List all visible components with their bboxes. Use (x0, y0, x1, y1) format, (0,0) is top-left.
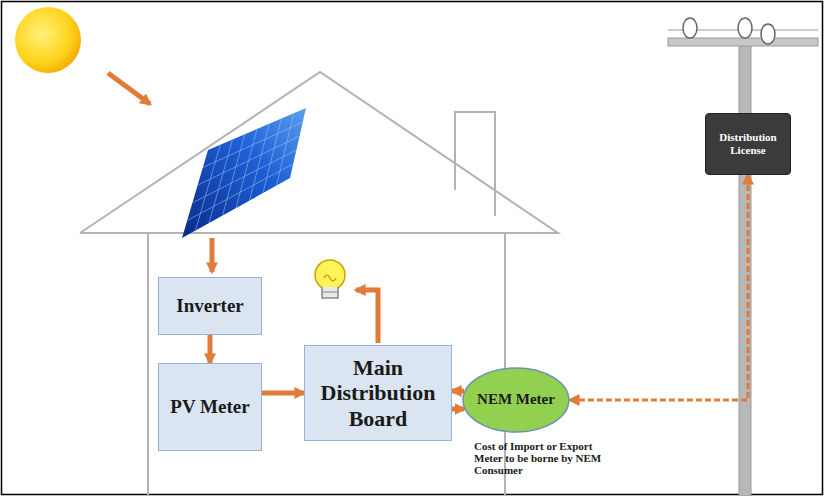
inverter-box: Inverter (158, 277, 262, 335)
bulb-arrow (356, 290, 378, 343)
flow-arrow (452, 389, 464, 394)
flow-arrow (262, 391, 304, 396)
light-bulb (315, 260, 345, 298)
sunlight-arrow (108, 73, 150, 104)
house-outline (80, 72, 558, 496)
utility-pole (668, 18, 818, 496)
node-label: NEM Meter (477, 391, 555, 408)
flow-arrow (208, 335, 213, 363)
flow-arrow (452, 407, 464, 412)
flow-arrow (570, 175, 748, 400)
node-label: Main Distribution Board (311, 355, 445, 431)
node-label: Inverter (176, 295, 244, 317)
meter-box: PV Meter (158, 363, 262, 451)
node-label: PV Meter (170, 396, 249, 418)
note-text: Cost of Import or Export Meter to be bor… (474, 440, 614, 476)
node-label: Distribution License (712, 131, 784, 156)
distribution-board-box: Main Distribution Board (304, 345, 452, 441)
panel-arrow (210, 238, 215, 272)
utility-box: Distribution License (705, 113, 791, 175)
sun (15, 7, 81, 73)
meter-ellipse: NEM Meter (462, 367, 570, 433)
solar-panel (182, 108, 306, 238)
